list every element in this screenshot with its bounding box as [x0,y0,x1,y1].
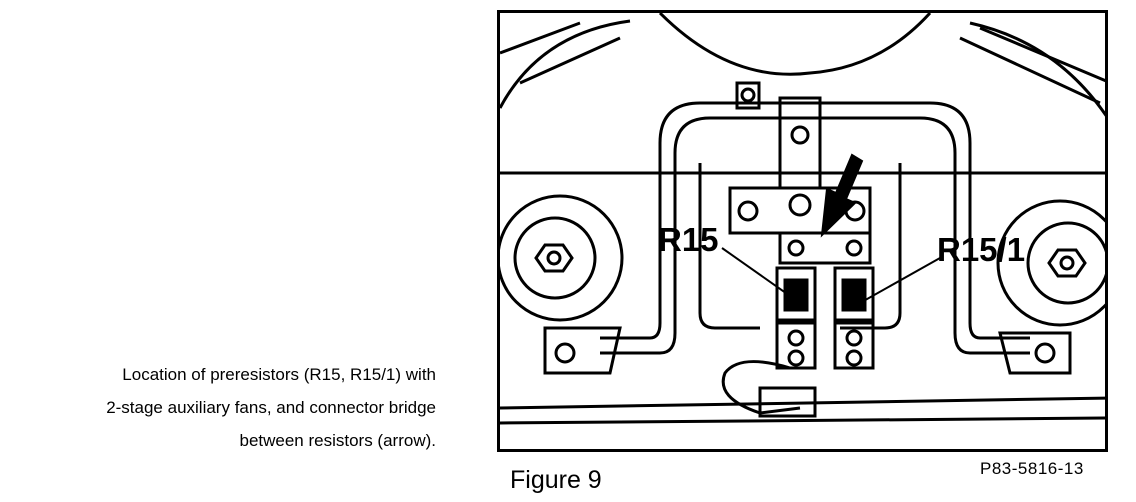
crossbar-base [500,416,1105,425]
figure-caption: Location of preresistors (R15, R15/1) wi… [0,358,436,457]
terminal-left [775,321,817,370]
right-bracket-bolt [1034,342,1056,364]
callout-r15-1: R15/1 [937,231,1025,268]
top-small-bolt [740,87,756,103]
block-bolt-center [788,193,812,217]
callout-r15: R15 [658,221,719,258]
right-hub-nut [1047,248,1087,278]
bridge-nut-right [845,239,863,257]
figure-label: Figure 9 [510,466,602,494]
fan-resistor-diagram: R15 R15/1 [500,13,1105,425]
right-hub-bolt [1059,255,1075,271]
terminal-left-nut-2 [787,349,805,367]
housing-arc-left [500,19,631,109]
left-fan-hub-outer [500,194,624,322]
frame-tube-center [698,163,902,330]
arrow-icon [820,153,864,238]
left-bracket [543,326,622,375]
housing-arc-center [658,13,932,76]
caption-line-1: Location of preresistors (R15, R15/1) wi… [122,365,436,384]
caption-line-3: between resistors (arrow). [239,431,436,450]
r15-1-leader [859,257,941,304]
left-fan-hub-inner [513,216,597,300]
connector-bridge [778,231,872,265]
top-small-block [735,81,761,110]
crossbar-lower [500,396,1105,410]
terminal-right-nut-2 [845,349,863,367]
left-hub-nut [534,243,574,273]
diagram-frame: R15 R15/1 [497,10,1108,452]
terminal-left-nut-1 [787,329,805,347]
terminal-right [833,321,875,370]
frame-tube-outer [600,116,1030,355]
resistor-r15 [775,266,817,322]
right-fan-hub-outer [996,199,1105,327]
caption-line-2: 2-stage auxiliary fans, and connector br… [106,398,436,417]
left-bracket-bolt [554,342,576,364]
resistor-r15-core [783,278,809,312]
frame-tube-inner [600,101,1030,340]
r15-leader [721,247,801,304]
right-bracket [998,331,1072,375]
resistor-r15-1-core [841,278,867,312]
terminal-right-nut-1 [845,329,863,347]
block-bolt-left [737,200,759,222]
top-clamp-bolt [790,125,810,145]
left-hub-bolt [546,250,562,266]
resistor-r15-1 [833,266,875,322]
wire-harness [721,360,801,415]
right-fan-hub-inner [1026,221,1105,305]
harness-clip [758,386,817,418]
bridge-nut-left [787,239,805,257]
figure-code: P83-5816-13 [980,459,1084,478]
housing-ribs [500,21,1105,105]
